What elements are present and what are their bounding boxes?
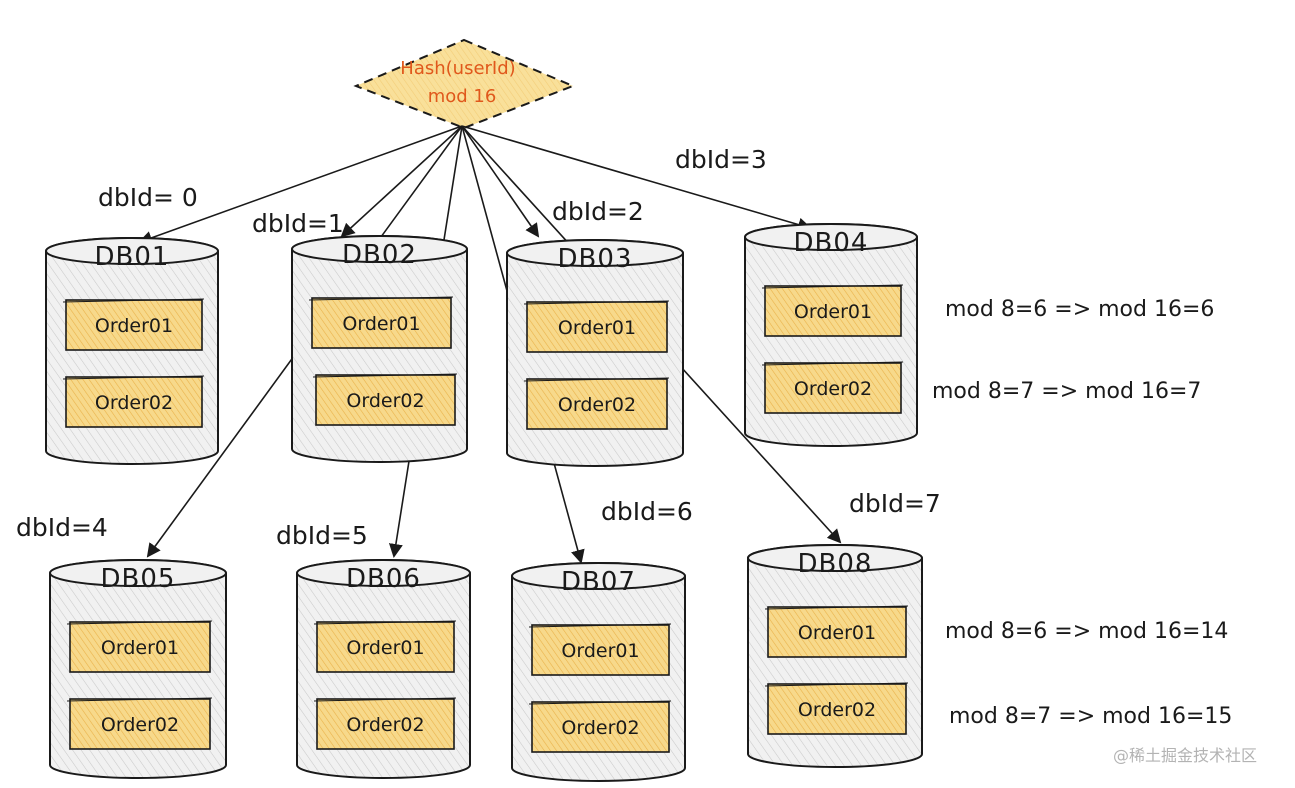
hash-root-line1: Hash(userId) [400, 58, 515, 79]
table-label: Order01 [95, 315, 173, 337]
routing-arrows [138, 125, 842, 564]
table-order02-db4: Order02 [761, 361, 904, 414]
table-order01-db5: Order01 [66, 620, 213, 673]
table-label: Order02 [346, 390, 424, 412]
table-label: Order01 [561, 640, 639, 662]
table-order01-db3: Order01 [523, 300, 670, 353]
note-db04-order01: mod 8=6 => mod 16=6 [945, 297, 1214, 322]
db-title-3: DB03 [558, 244, 633, 274]
table-label: Order02 [101, 714, 179, 736]
table-label: Order02 [95, 392, 173, 414]
database-cylinders: DB01Order01Order02DB02Order01Order02DB03… [45, 223, 923, 782]
table-label: Order02 [561, 717, 639, 739]
table-order02-db2: Order02 [312, 373, 458, 426]
edge-label-db02: dbId=1 [252, 209, 344, 238]
table-label: Order01 [342, 313, 420, 335]
db-title-6: DB06 [346, 564, 421, 594]
db-title-2: DB02 [342, 240, 417, 270]
db-title-4: DB04 [794, 228, 869, 258]
edge-label-db05: dbId=4 [16, 513, 108, 542]
note-db04-order02: mod 8=7 => mod 16=7 [932, 379, 1201, 404]
table-order01-db2: Order01 [308, 296, 454, 349]
table-label: Order01 [101, 637, 179, 659]
table-order02-db3: Order02 [523, 377, 670, 430]
table-order01-db6: Order01 [313, 620, 457, 673]
edge-label-db01: dbId= 0 [98, 183, 198, 212]
table-label: Order01 [798, 622, 876, 644]
note-db08-order02: mod 8=7 => mod 16=15 [949, 704, 1232, 729]
note-db08-order01: mod 8=6 => mod 16=14 [945, 619, 1228, 644]
watermark: @稀土掘金技术社区 [1113, 746, 1257, 765]
edge-labels: dbId= 0 dbId=1 dbId=2 dbId=3 dbId=4 dbId… [16, 145, 941, 550]
db-title-5: DB05 [101, 564, 176, 594]
hash-root-line2: mod 16 [428, 86, 497, 107]
table-order01-db7: Order01 [528, 623, 672, 676]
db-title-7: DB07 [561, 567, 636, 597]
edge-label-db03: dbId=2 [552, 197, 644, 226]
table-order02-db6: Order02 [313, 697, 457, 750]
table-order01-db1: Order01 [62, 298, 205, 351]
arrow-to-db04 [461, 125, 812, 232]
table-label: Order02 [798, 699, 876, 721]
edge-label-db04: dbId=3 [675, 145, 767, 174]
arrow-to-db02 [340, 125, 463, 238]
arrow-to-db03 [461, 125, 540, 238]
hash-root-node: Hash(userId) mod 16 [353, 38, 576, 130]
table-order01-db8: Order01 [764, 605, 909, 658]
edge-label-db06: dbId=5 [276, 521, 368, 550]
table-order02-db1: Order02 [62, 375, 205, 428]
table-order02-db8: Order02 [764, 682, 909, 735]
edge-label-db08: dbId=7 [849, 489, 941, 518]
table-label: Order01 [794, 301, 872, 323]
table-label: Order02 [558, 394, 636, 416]
arrow-to-db01 [138, 125, 463, 245]
edge-label-db07: dbId=6 [601, 497, 693, 526]
mod-notes: mod 8=6 => mod 16=6 mod 8=7 => mod 16=7 … [932, 297, 1232, 729]
table-label: Order02 [794, 378, 872, 400]
table-label: Order01 [346, 637, 424, 659]
db-title-1: DB01 [95, 242, 170, 272]
table-order02-db7: Order02 [528, 700, 672, 753]
db-title-8: DB08 [798, 549, 873, 579]
table-order02-db5: Order02 [66, 697, 213, 750]
table-label: Order02 [346, 714, 424, 736]
table-order01-db4: Order01 [761, 284, 904, 337]
table-label: Order01 [558, 317, 636, 339]
